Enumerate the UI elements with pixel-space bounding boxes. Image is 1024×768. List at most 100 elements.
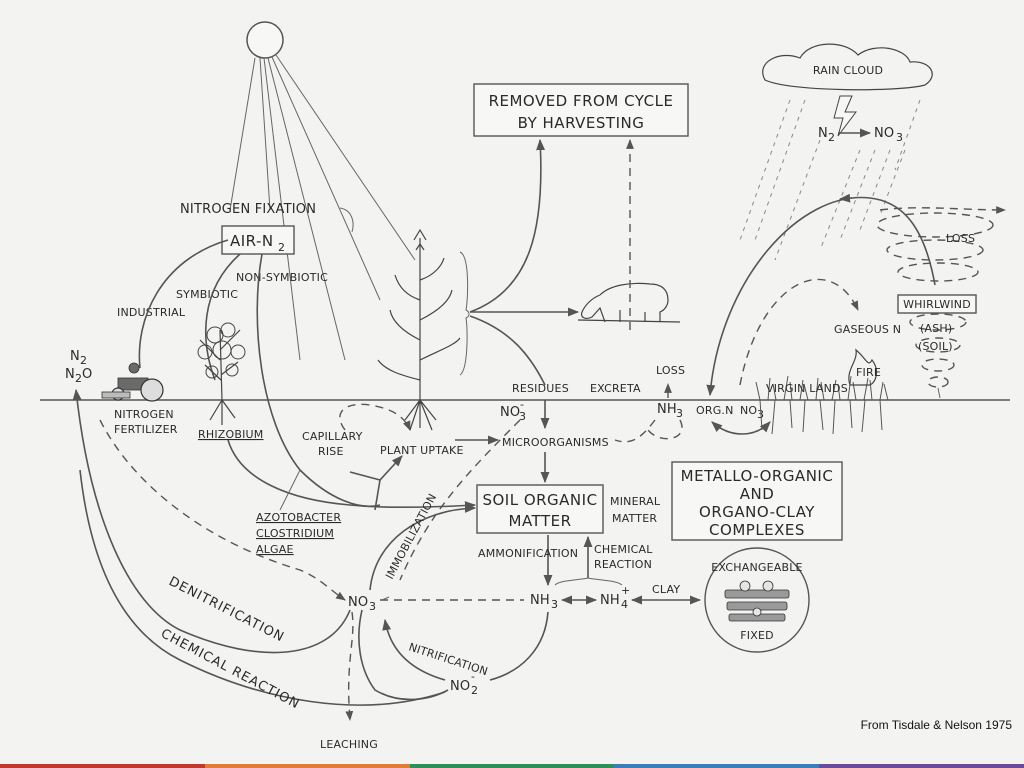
svg-text:COMPLEXES: COMPLEXES [709,521,805,539]
svg-text:-: - [520,398,524,411]
industrial-fixation-arrow [138,239,229,369]
symbiotic-fixation-arrow [204,253,241,381]
virgin-lands-label: VIRGIN LANDS [766,382,848,395]
immobilization-label: IMMOBILIZATION [383,492,439,582]
nh3-volatilization: NH 3 [657,402,683,420]
algae-label: ALGAE [256,543,294,556]
residues-label: RESIDUES [512,382,569,395]
fertilizer-to-nitrate-arrow [99,419,346,601]
symbiotic-label: SYMBIOTIC [176,288,238,301]
ash-label: (ASH) [920,322,952,335]
svg-text:AIR-N: AIR-N [230,232,274,250]
stripe-segment [0,764,205,768]
footer-color-stripe [0,764,1024,768]
clay-particle-icon [704,547,810,653]
azotobacter-pointer [279,469,301,511]
harvest-bracket [459,251,470,376]
whirlwind-icon [876,212,994,399]
whirlwind-box: WHIRLWIND [897,294,977,314]
capillary-rise-label-1: CAPILLARY [302,430,363,443]
svg-text:BY HARVESTING: BY HARVESTING [518,114,645,132]
non-symbiotic-label: NON-SYMBIOTIC [236,271,328,284]
air-n2-box: AIR-N 2 [221,225,295,255]
excreta-to-microorganisms-arrow [614,419,656,443]
n2-n2o-left: N 2 N 2 O [65,349,92,385]
harvest-arrow [469,138,546,313]
residues-curve [469,315,546,386]
nh4-mid: NH 4 + [600,584,630,611]
mineral-label: MINERAL [610,495,661,508]
svg-text:NH: NH [657,402,677,417]
chemical-reaction-label-1: CHEMICAL [594,543,653,556]
lightning-icon [833,95,857,137]
capillary-rise-arrow [339,403,411,431]
nitrogen-fertilizer-label-1: NITROGEN [114,408,174,421]
loss-label: LOSS [656,364,685,377]
fire-label: FIRE [856,366,881,379]
svg-text:3: 3 [896,131,903,144]
rain-cloud-icon: RAIN CLOUD [762,43,933,91]
svg-text:-: - [471,670,475,683]
svg-text:MATTER: MATTER [509,512,572,530]
loss-right-label: LOSS [946,232,975,245]
n2-to-no3-reaction: N 2 NO 3 [818,126,903,144]
svg-text:N: N [65,367,75,382]
fixed-label: FIXED [740,629,774,642]
leaching-arrow [345,611,354,721]
svg-text:SOIL ORGANIC: SOIL ORGANIC [482,491,597,509]
orgn-label: ORG.N [696,404,734,417]
svg-text:ORGANO-CLAY: ORGANO-CLAY [699,503,815,521]
chemical-reaction-curve [79,469,446,706]
svg-text:2: 2 [80,354,87,367]
exchangeable-label: EXCHANGEABLE [711,561,802,574]
svg-text:3: 3 [519,410,526,423]
fixation-bracket [339,207,354,233]
svg-text:2: 2 [75,372,82,385]
capillary-rise-label-2: RISE [318,445,344,458]
rhizobium-label: RHIZOBIUM [198,428,264,441]
gaseous-n-arrow [739,278,859,386]
svg-text:2: 2 [828,131,835,144]
uptake-arrow [374,455,403,511]
svg-text:NH: NH [530,593,550,608]
denitrification-label: DENITRIFICATION [166,574,287,645]
soil-label: (SOIL) [918,340,953,353]
microorganisms-label: MICROORGANISMS [502,436,609,449]
corn-plant-icon [377,228,461,431]
industrial-label: INDUSTRIAL [117,306,186,319]
svg-text:2: 2 [471,684,478,697]
orgn-no3-exchange-arrow [711,421,771,435]
whirlwind-loss-arrow [879,206,1006,214]
nh-bracket [554,577,623,586]
metallo-organic-box: METALLO-ORGANIC AND ORGANO-CLAY COMPLEXE… [671,461,843,541]
chemical-reaction-label-2: REACTION [594,558,652,571]
legume-plant-icon [197,322,246,425]
svg-text:3: 3 [676,407,683,420]
rain-streaks [739,99,921,261]
plant-uptake-label: PLANT UPTAKE [380,444,464,457]
svg-text:NO: NO [348,595,368,610]
svg-text:3: 3 [551,598,558,611]
tractor-icon [101,362,164,402]
stripe-segment [204,764,410,768]
stripe-segment [819,764,1024,768]
no3-low: NO 3 [348,595,376,613]
removed-from-cycle-box: REMOVED FROM CYCLE BY HARVESTING [473,83,689,137]
svg-text:NO: NO [874,126,894,141]
denitrification-arrow [72,388,351,654]
cow-icon [577,282,681,323]
svg-text:RAIN CLOUD: RAIN CLOUD [813,64,883,77]
nitrogen-fertilizer-label-2: FERTILIZER [114,423,178,436]
svg-text:N: N [818,126,828,141]
rain-deposition-arrowhead [838,193,853,203]
nitrate-link [381,596,390,601]
svg-text:3: 3 [369,600,376,613]
sun-icon [229,21,416,361]
nh3-loop [647,419,683,440]
svg-text:NO: NO [740,404,757,417]
non-symbiotic-fixation-arrow [256,253,381,507]
grass-icon [755,375,889,435]
stripe-segment [409,764,615,768]
nitrite-to-nitrate-arrow [382,618,446,681]
no2-node: NO 2 - [450,670,478,697]
